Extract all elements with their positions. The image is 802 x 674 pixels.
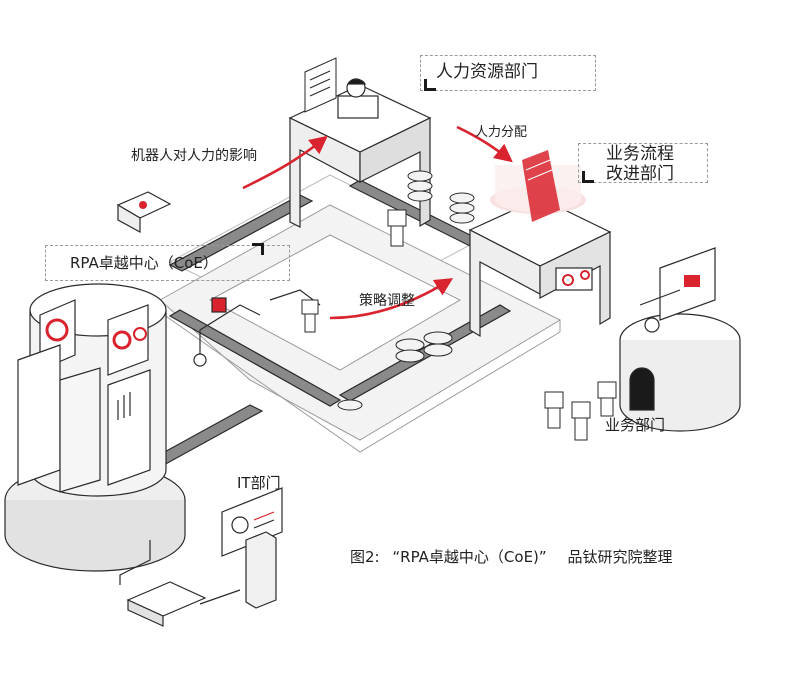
robots: [301, 209, 617, 441]
caption-source: 品钛研究院整理: [567, 548, 673, 566]
caption-title: “RPA卓越中心（CoE)”: [392, 548, 547, 566]
conveyor-belts: [148, 179, 512, 467]
bpi-machine: [468, 197, 612, 338]
hr-board: [304, 57, 337, 113]
business-building: [619, 247, 741, 432]
coe-box: [45, 245, 290, 281]
coe-label: RPA卓越中心（CoE）: [70, 254, 218, 272]
flow-arrows: [242, 125, 513, 320]
coe-box-corner: [252, 243, 264, 255]
bpi-dept-box-corner: [582, 171, 594, 183]
hologram: [490, 150, 586, 222]
arrow-strategy: [329, 278, 454, 320]
robot-impact-label: 机器人对人力的影响: [131, 148, 257, 164]
bpi-dept-label-line1: 业务流程: [606, 144, 674, 164]
coe-tower: [4, 283, 186, 572]
hr-allocation-label: 人力分配: [475, 125, 528, 140]
figure-caption: 图2: “RPA卓越中心（CoE)” 品钛研究院整理: [350, 548, 672, 567]
strategy-label: 策略调整: [359, 293, 415, 309]
caption-figure-number: 图2:: [350, 548, 380, 566]
hr-dept-box: [420, 55, 596, 91]
robot-arms: [116, 191, 321, 367]
it-equipment: [119, 487, 283, 627]
bpi-dept-label-line2: 改进部门: [606, 164, 674, 184]
arrow-robot-impact: [242, 135, 328, 190]
hr-dept-box-corner: [424, 79, 436, 91]
hr-dept-label: 人力资源部门: [436, 62, 538, 82]
business-dept-label: 业务部门: [605, 416, 666, 434]
bpi-dept-box: [578, 143, 708, 183]
arrow-hr-allocation: [456, 125, 513, 163]
database-stacks: [337, 170, 475, 411]
it-dept-label: IT部门: [237, 474, 281, 492]
